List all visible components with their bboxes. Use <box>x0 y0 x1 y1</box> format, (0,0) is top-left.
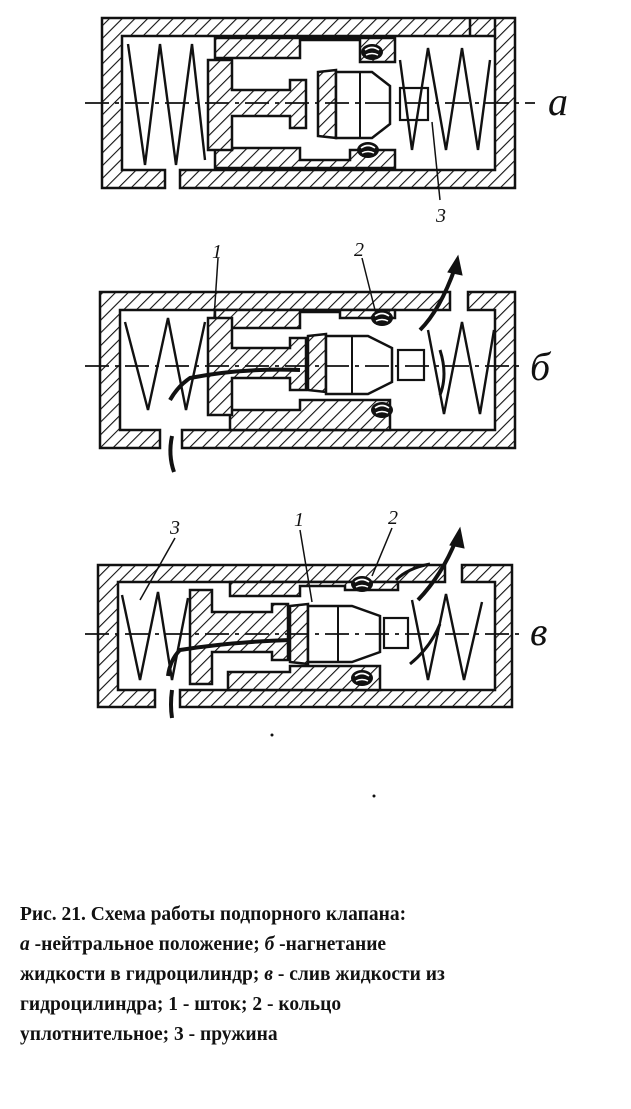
caption-line-2: а -нейтральное положение; б -нагнетание <box>20 930 600 960</box>
caption-text-pumping: -нагнетание <box>274 934 387 955</box>
caption-letter-v: в <box>264 964 273 985</box>
label-variant-v: в <box>530 609 547 654</box>
flow-arrows-v <box>166 526 465 719</box>
caption-letter-a: а <box>20 934 30 955</box>
valve-head-b <box>324 334 394 396</box>
o-ring-v2 <box>350 669 374 687</box>
caption-line-4: гидроцилиндра; 1 - шток; 2 - кольцо <box>20 994 342 1015</box>
valve-variant-a: а 3 <box>85 16 568 227</box>
housing-b <box>98 290 452 450</box>
housing-v <box>96 563 447 709</box>
valve-variant-b: б 1 2 <box>85 239 552 473</box>
figure-caption: Рис. 21. Схема работы подпорного клапана… <box>20 900 600 1050</box>
caption-text-neutral: -нейтральное положение; <box>29 934 265 955</box>
flow-arrows-b <box>168 254 463 473</box>
label-spring-3-v: 3 <box>169 517 180 539</box>
o-ring-a1 <box>360 43 384 61</box>
caption-line-5: уплотнительное; 3 - пружина <box>20 1024 278 1045</box>
label-spring-3-a: 3 <box>435 205 446 227</box>
caption-line-3: жидкости в гидроцилиндр; в - слив жидкос… <box>20 960 600 990</box>
label-variant-a: а <box>548 79 568 124</box>
caption-text-drain: - слив жидкости из <box>272 964 445 985</box>
spring-left-b <box>123 317 207 411</box>
o-ring-a2 <box>356 141 380 159</box>
stem-a <box>206 58 308 152</box>
label-variant-b: б <box>530 344 552 389</box>
spring-right-b <box>426 321 496 415</box>
label-stem-1-b: 1 <box>212 241 222 263</box>
spring-left-v <box>120 591 190 681</box>
caption-letter-b: б <box>264 934 275 955</box>
o-ring-v1 <box>350 575 374 593</box>
spring-left-a <box>126 43 207 166</box>
caption-title: Рис. 21. Схема работы подпорного клапана… <box>20 904 407 925</box>
caption-text-into-cylinder: жидкости в гидроцилиндр; <box>20 964 265 985</box>
stem-v <box>188 588 290 686</box>
valve-variant-v: в 3 1 2 <box>85 507 547 719</box>
o-ring-b1 <box>370 309 394 327</box>
valve-head-a <box>334 70 392 140</box>
label-stem-1-v: 1 <box>294 509 304 531</box>
label-ring-2-b: 2 <box>354 239 364 261</box>
label-ring-2-v: 2 <box>388 507 398 529</box>
valve-diagram: а 3 б 1 2 <box>85 16 568 798</box>
spring-right-a <box>398 47 492 151</box>
spring-right-v <box>410 593 484 681</box>
housing-a <box>100 16 517 190</box>
o-ring-b2 <box>370 401 394 419</box>
